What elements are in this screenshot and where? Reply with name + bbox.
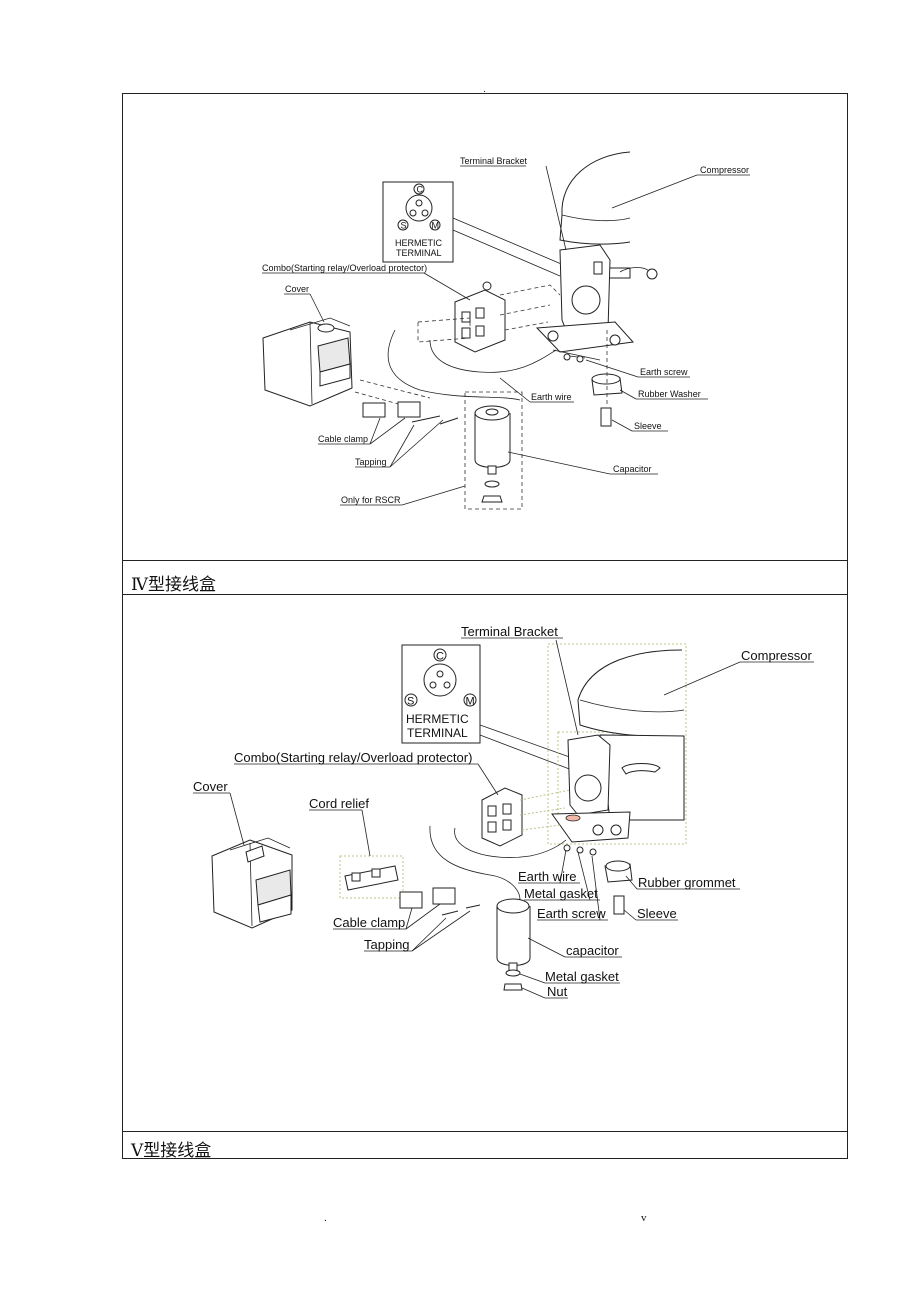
- label-tapping: Tapping: [355, 457, 387, 467]
- label-compressor: Compressor: [700, 165, 749, 175]
- label-rubber-washer: Rubber Washer: [638, 389, 701, 399]
- terminal-s-label: S: [401, 221, 407, 231]
- label-terminal-bracket: Terminal Bracket: [461, 624, 558, 639]
- cable-clamp-2: [432, 887, 456, 905]
- label-tapping: Tapping: [364, 937, 410, 952]
- terminal-m-label: M: [466, 696, 475, 708]
- row-divider: [123, 1131, 847, 1132]
- sleeve-drawing: [613, 895, 625, 915]
- label-terminal-bracket: Terminal Bracket: [460, 156, 528, 166]
- label-combo: Combo(Starting relay/Overload protector): [262, 263, 427, 273]
- label-sleeve: Sleeve: [634, 421, 662, 431]
- terminal-s-label: S: [407, 696, 414, 708]
- row-divider: [123, 560, 847, 561]
- terminal-label: TERMINAL: [407, 726, 468, 740]
- cable-clamp-1: [362, 402, 386, 418]
- label-cord-relief: Cord relief: [309, 796, 369, 811]
- label-capacitor: Capacitor: [613, 464, 652, 474]
- top-dot: .: [483, 84, 486, 95]
- footer-dot: .: [324, 1212, 327, 1224]
- label-earth-wire: Earth wire: [518, 869, 577, 884]
- combo-relay-drawing: [454, 281, 506, 353]
- section1-caption: Ⅳ型接线盒: [131, 575, 216, 595]
- row-divider: [123, 594, 847, 595]
- cover-drawing: [211, 837, 293, 929]
- label-capacitor: capacitor: [566, 943, 619, 958]
- cable-clamp-2: [397, 401, 421, 418]
- cover-drawing: [262, 317, 353, 407]
- label-sleeve: Sleeve: [637, 906, 677, 921]
- label-rubber-grommet: Rubber grommet: [638, 875, 736, 890]
- label-combo: Combo(Starting relay/Overload protector): [234, 750, 472, 765]
- combo-relay-drawing: [481, 787, 523, 847]
- capacitor-drawing: [474, 405, 511, 503]
- cable-clamp-1: [399, 891, 423, 909]
- terminal-label: TERMINAL: [396, 248, 442, 258]
- label-nut: Nut: [547, 984, 568, 999]
- label-only-rscr: Only for RSCR: [341, 495, 401, 505]
- capacitor-drawing: [496, 898, 531, 991]
- terminal-c-label: C: [417, 185, 424, 195]
- hermetic-terminal-box: C S M HERMETIC TERMINAL: [382, 181, 454, 263]
- label-earth-screw: Earth screw: [640, 367, 688, 377]
- section2-caption: Ⅴ型接线盒: [131, 1141, 212, 1161]
- terminal-c-label: C: [436, 651, 444, 663]
- footer-page-mark: v: [641, 1212, 647, 1224]
- label-cable-clamp: Cable clamp: [333, 915, 405, 930]
- hermetic-label: HERMETIC: [395, 238, 443, 248]
- document-table: Ⅳ型接线盒 Ⅴ型接线盒: [122, 93, 848, 1161]
- compressor-drawing: [535, 151, 658, 353]
- label-earth-wire: Earth wire: [531, 392, 572, 402]
- hermetic-label: HERMETIC: [406, 712, 469, 726]
- label-compressor: Compressor: [741, 648, 812, 663]
- label-cover: Cover: [285, 284, 309, 294]
- compressor-drawing: [551, 649, 685, 843]
- label-earth-screw: Earth screw: [537, 906, 606, 921]
- label-metal-gasket-bottom: Metal gasket: [545, 969, 619, 984]
- label-cover: Cover: [193, 779, 228, 794]
- terminal-m-label: M: [432, 221, 440, 231]
- label-cable-clamp: Cable clamp: [318, 434, 368, 444]
- hermetic-terminal-box: C S M HERMETIC TERMINAL: [401, 644, 481, 744]
- sleeve-drawing: [600, 407, 612, 427]
- label-metal-gasket-top: Metal gasket: [524, 886, 598, 901]
